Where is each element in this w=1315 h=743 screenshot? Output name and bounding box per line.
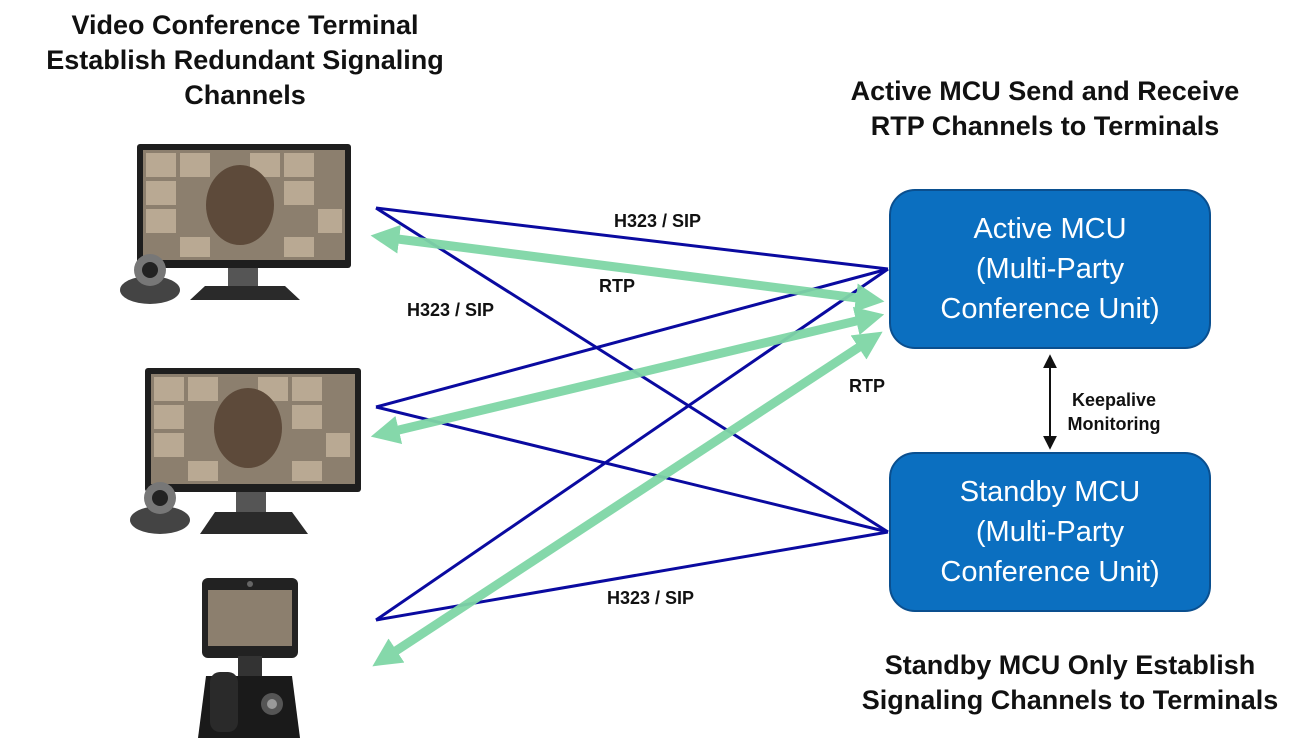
rtp-label-right: RTP [849,376,885,396]
rtp-label-top: RTP [599,276,635,296]
terminals-caption: Video Conference Terminal Establish Redu… [46,10,444,110]
rtp-t3-active [372,331,883,667]
video-terminal-1-icon [120,144,351,304]
standby-mcu-node: Standby MCU (Multi-Party Conference Unit… [889,452,1211,612]
video-phone-terminal-icon [198,578,300,738]
signaling-label-top: H323 / SIP [614,211,702,231]
standby-mcu-caption: Standby MCU Only Establish Signaling Cha… [861,650,1279,715]
signaling-label-bottom: H323 / SIP [607,588,695,608]
video-terminal-2-icon [130,368,361,534]
rtp-t1-active [370,224,885,313]
keepalive-label: Keepalive Monitoring [1067,390,1161,434]
rtp-channels [370,224,885,667]
active-mcu-caption: Active MCU Send and Receive RTP Channels… [850,76,1240,141]
signaling-t3-active [375,267,889,622]
rtp-t2-active [370,306,885,445]
signaling-t2-standby [375,405,889,534]
signaling-label-middle: H323 / SIP [407,300,495,320]
active-mcu-node: Active MCU (Multi-Party Conference Unit) [889,189,1211,349]
